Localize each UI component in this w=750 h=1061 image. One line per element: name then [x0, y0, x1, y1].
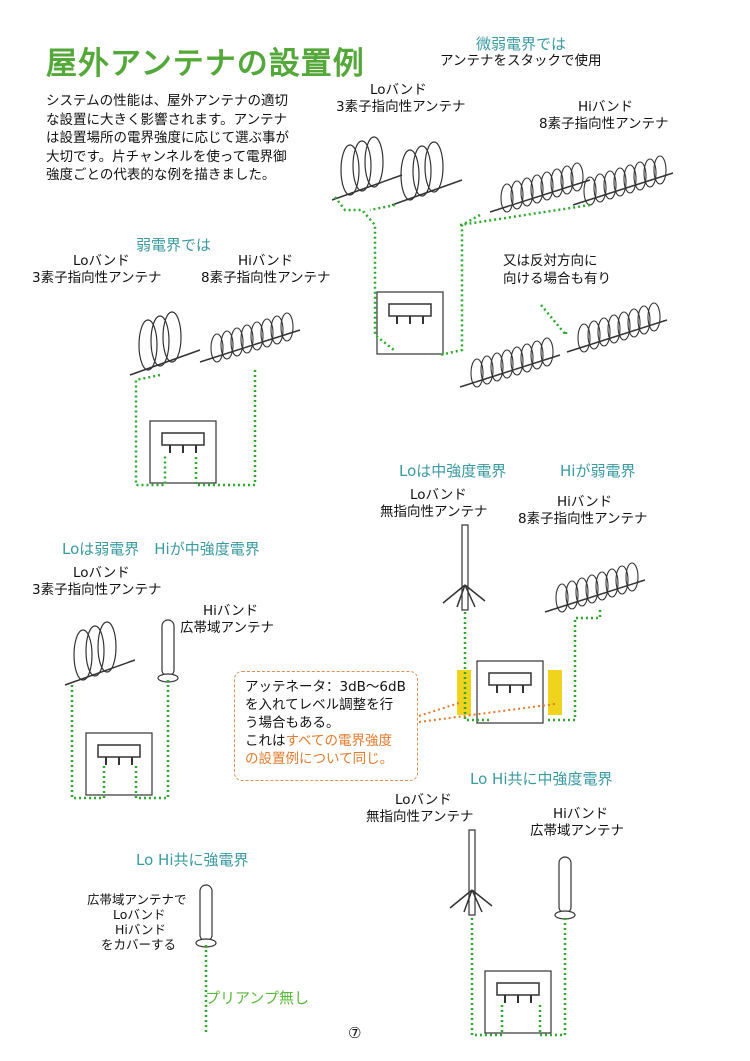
attenuator-note: アッテネータ：3dB〜6dB を入れてレベル調整を行 う場合もある。 これはすべ… [234, 671, 418, 781]
label-hi-8el: 8素子指向性アンテナ [518, 511, 648, 527]
heading-weak: 弱電界では [136, 236, 212, 254]
wideband-antenna-1 [157, 619, 179, 683]
receiver-box-very-weak [376, 291, 444, 355]
label-lo-3el: 3素子指向性アンテナ [336, 99, 466, 115]
lo-3el-antenna-2 [64, 621, 136, 686]
receiver-box-lo-weak [85, 732, 153, 796]
label-hi-band: Hiバンド [203, 603, 259, 619]
coax-wires [70, 196, 602, 1037]
lo-3el-antenna-stack-1 [331, 136, 463, 206]
label-omni: 無指向性アンテナ [380, 504, 488, 520]
note-highlight: すべての電界強度 [285, 733, 393, 749]
receiver-box-attenuator [476, 660, 544, 724]
note-line-5: の設置例について同じ。 [245, 751, 394, 767]
page-number: ⑦ [348, 1024, 362, 1042]
note-line-3: う場合もある。 [245, 715, 340, 731]
heading-both-medium: Lo Hi共に中強度電界 [470, 770, 613, 788]
label-hi-band: Hiバンド [238, 253, 294, 269]
heading-lo-weak-hi-medium: Loは弱電界 Hiが中強度電界 [62, 540, 260, 558]
heading-both-strong: Lo Hi共に強電界 [136, 851, 249, 869]
label-hi-band: Hiバンド [578, 99, 634, 115]
omni-antenna-2 [449, 829, 493, 916]
receiver-box-weak [149, 420, 217, 484]
intro-paragraph: システムの性能は、屋外アンテナの適切な設置に大きく影響されます。アンテナは設置場… [46, 93, 289, 183]
label-lo-band: Loバンド [410, 487, 467, 503]
label-cover-1: 広帯域アンテナで [87, 892, 187, 907]
note-line-1: アッテネータ：3dB〜6dB [245, 679, 406, 695]
wideband-antenna-3 [195, 884, 217, 948]
attenuator-right [548, 670, 562, 715]
label-cover-2: Loバンド [113, 907, 166, 922]
receiver-box-both-medium [484, 970, 552, 1034]
heading-lo-medium: Loは中強度電界 [399, 462, 507, 480]
label-cover-4: をカバーする [101, 937, 177, 952]
hi-8el-antenna-weak [199, 312, 301, 363]
heading-hi-weak: Hiが弱電界 [560, 462, 636, 480]
label-wideband: 広帯域アンテナ [530, 823, 624, 839]
lo-3el-antenna-weak [129, 311, 201, 376]
label-hi-8el: 8素子指向性アンテナ [201, 270, 331, 286]
label-lo-3el: 3素子指向性アンテナ [32, 582, 162, 598]
hi-8el-antenna-2 [544, 562, 646, 613]
label-hi-band: Hiバンド [557, 494, 613, 510]
label-lo-band: Loバンド [73, 565, 130, 581]
label-omni: 無指向性アンテナ [366, 809, 474, 825]
label-lo-band: Loバンド [73, 253, 130, 269]
page-title: 屋外アンテナの設置例 [46, 46, 365, 82]
label-reverse-2: 向ける場合も有り [503, 271, 611, 287]
label-hi-8el: 8素子指向性アンテナ [539, 116, 669, 132]
omni-antenna-1 [442, 524, 486, 611]
hi-8el-antenna-stack-2 [459, 302, 668, 388]
wideband-antenna-2 [554, 856, 576, 920]
label-lo-band: Loバンド [395, 792, 452, 808]
hi-8el-antenna-stack-1 [489, 155, 674, 213]
label-lo-3el: 3素子指向性アンテナ [32, 270, 162, 286]
label-hi-band: Hiバンド [553, 806, 609, 822]
label-cover-3: Hiバンド [115, 922, 166, 937]
label-reverse-1: 又は反対方向に [503, 253, 598, 269]
label-lo-band: Loバンド [370, 82, 427, 98]
note-line-2: を入れてレベル調整を行 [245, 697, 394, 713]
note-line-4: これはすべての電界強度 [245, 733, 393, 749]
label-wideband: 広帯域アンテナ [180, 620, 274, 636]
subheading-stack: アンテナをスタックで使用 [440, 53, 602, 69]
heading-very-weak: 微弱電界では [476, 35, 567, 53]
label-no-preamp: プリアンプ無し [205, 989, 309, 1007]
